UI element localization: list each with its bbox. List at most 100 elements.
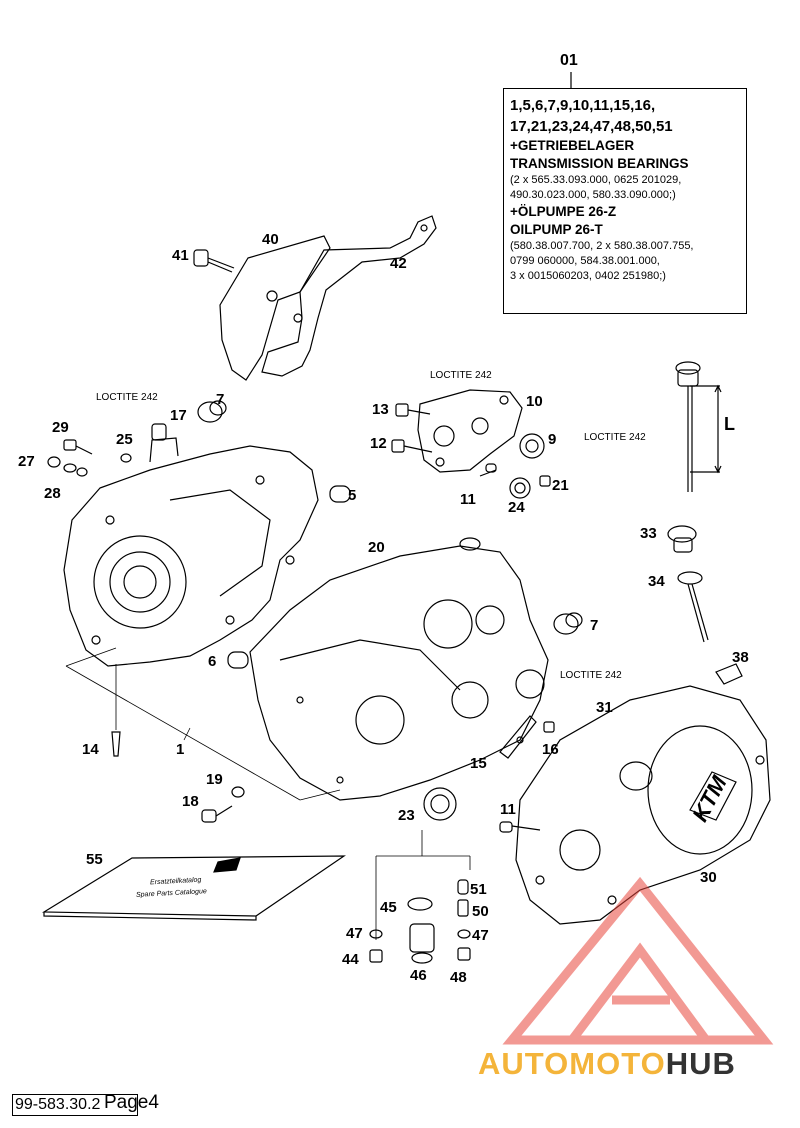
kit-line: OILPUMP 26-T xyxy=(510,222,603,237)
callout-48: 48 xyxy=(450,969,467,986)
callout-19: 19 xyxy=(206,771,223,788)
plug-18 xyxy=(201,805,233,823)
callout-38: 38 xyxy=(732,649,749,666)
callout-55: 55 xyxy=(86,851,103,868)
sleeve-17 xyxy=(151,423,167,441)
bolt-12 xyxy=(391,439,433,453)
document-code: 99-583.30.2 xyxy=(12,1094,138,1116)
kit-contents-box: 1,5,6,7,9,10,11,15,16, 17,21,23,24,47,48… xyxy=(503,88,747,314)
callout-23: 23 xyxy=(398,807,415,824)
callout-45: 45 xyxy=(380,899,397,916)
spring-50 xyxy=(457,899,469,917)
callout-10: 10 xyxy=(526,393,543,410)
callout-25: 25 xyxy=(116,431,133,448)
callout-51: 51 xyxy=(470,881,487,898)
callout-46: 46 xyxy=(410,967,427,984)
right-crankcase-half xyxy=(249,537,549,801)
callout-20: 20 xyxy=(368,539,385,556)
callout-29: 29 xyxy=(52,419,69,436)
callout-24: 24 xyxy=(508,499,525,516)
callout-47: 47 xyxy=(472,927,489,944)
clip-15 xyxy=(499,715,537,759)
callout-7: 7 xyxy=(216,391,225,408)
callout-33: 33 xyxy=(640,525,657,542)
watermark-text: AUTOMOTOHUB xyxy=(478,1046,736,1082)
callout-40: 40 xyxy=(262,231,279,248)
filler-plug-33 xyxy=(667,525,709,643)
callout-30: 30 xyxy=(700,869,717,886)
callout-27: 27 xyxy=(18,453,35,470)
bolt-13 xyxy=(395,403,431,417)
oil-dipstick xyxy=(675,361,722,492)
callout-18: 18 xyxy=(182,793,199,810)
plug-44 xyxy=(369,949,383,963)
callout-11: 11 xyxy=(460,491,476,508)
plug-29 xyxy=(63,439,93,455)
bushing-7-top xyxy=(197,400,227,423)
dimension-label: L xyxy=(724,414,735,434)
bushing-7-right xyxy=(553,612,583,635)
callout-41: 41 xyxy=(172,247,189,264)
plug-27 xyxy=(47,456,61,468)
watermark-text-part: AUTOMOTO xyxy=(478,1046,666,1081)
callout-16: 16 xyxy=(542,741,559,758)
bracket-part xyxy=(219,215,437,381)
bearing-23 xyxy=(423,787,457,821)
parts-catalogue-booklet xyxy=(41,855,346,921)
callout-28: 28 xyxy=(44,485,61,502)
oil-pump-housing xyxy=(417,389,523,473)
assembly-outline-1 xyxy=(65,647,341,801)
page-label: Page4 xyxy=(104,1092,159,1113)
loctite-note: LOCTITE 242 xyxy=(584,432,646,443)
callout-6: 6 xyxy=(208,653,217,670)
callout-14: 14 xyxy=(82,741,99,758)
kit-line: TRANSMISSION BEARINGS xyxy=(510,156,689,171)
callout-15: 15 xyxy=(470,755,487,772)
drain-assembly xyxy=(375,830,471,940)
pin-11-lower xyxy=(499,821,541,833)
oring-45 xyxy=(407,897,433,911)
kit-line: 1,5,6,7,9,10,11,15,16, xyxy=(510,97,656,114)
watermark-text-part: HUB xyxy=(665,1046,736,1081)
callout-31: 31 xyxy=(596,699,613,716)
kit-line: +GETRIEBELAGER xyxy=(510,138,635,153)
clamp-38 xyxy=(715,663,743,685)
kit-line: +ÖLPUMPE 26-Z xyxy=(510,204,617,219)
callout-12: 12 xyxy=(370,435,387,452)
clutch-cover xyxy=(515,685,771,925)
bushing-5 xyxy=(329,485,351,503)
kit-line: (580.38.007.700, 2 x 580.38.007.755, xyxy=(510,240,694,252)
callout-17: 17 xyxy=(170,407,187,424)
watermark-logo xyxy=(502,876,774,1045)
kit-line: 17,21,23,24,47,48,50,51 xyxy=(510,118,673,135)
callout-42: 42 xyxy=(390,255,407,272)
ring-28 xyxy=(63,463,88,477)
kit-line: 490.30.023.000, 580.33.090.000;) xyxy=(510,189,676,201)
callout-5: 5 xyxy=(348,487,357,504)
screw-21 xyxy=(539,475,551,487)
callout-1: 1 xyxy=(176,741,185,758)
pin-11-top xyxy=(479,463,497,477)
callout-11: 11 xyxy=(500,801,516,818)
loctite-note: LOCTITE 242 xyxy=(430,370,492,381)
loctite-note: LOCTITE 242 xyxy=(560,670,622,681)
bushing-6 xyxy=(227,651,249,669)
loctite-note: LOCTITE 242 xyxy=(96,392,158,403)
piston-51 xyxy=(457,879,469,895)
plug-48 xyxy=(457,947,471,961)
seal-24 xyxy=(509,477,531,499)
gear-9 xyxy=(519,433,545,459)
strainer-46 xyxy=(409,923,435,964)
callout-44: 44 xyxy=(342,951,359,968)
kit-line: 3 x 0015060203, 0402 251980;) xyxy=(510,270,666,282)
callout-50: 50 xyxy=(472,903,489,920)
callout-9: 9 xyxy=(548,431,557,448)
washer-47-right xyxy=(457,929,471,939)
callout-34: 34 xyxy=(648,573,665,590)
washer-47-left xyxy=(369,929,383,939)
kit-reference-number: 01 xyxy=(560,52,578,69)
washer-25 xyxy=(120,453,132,463)
washer-19 xyxy=(231,786,245,798)
callout-21: 21 xyxy=(552,477,569,494)
